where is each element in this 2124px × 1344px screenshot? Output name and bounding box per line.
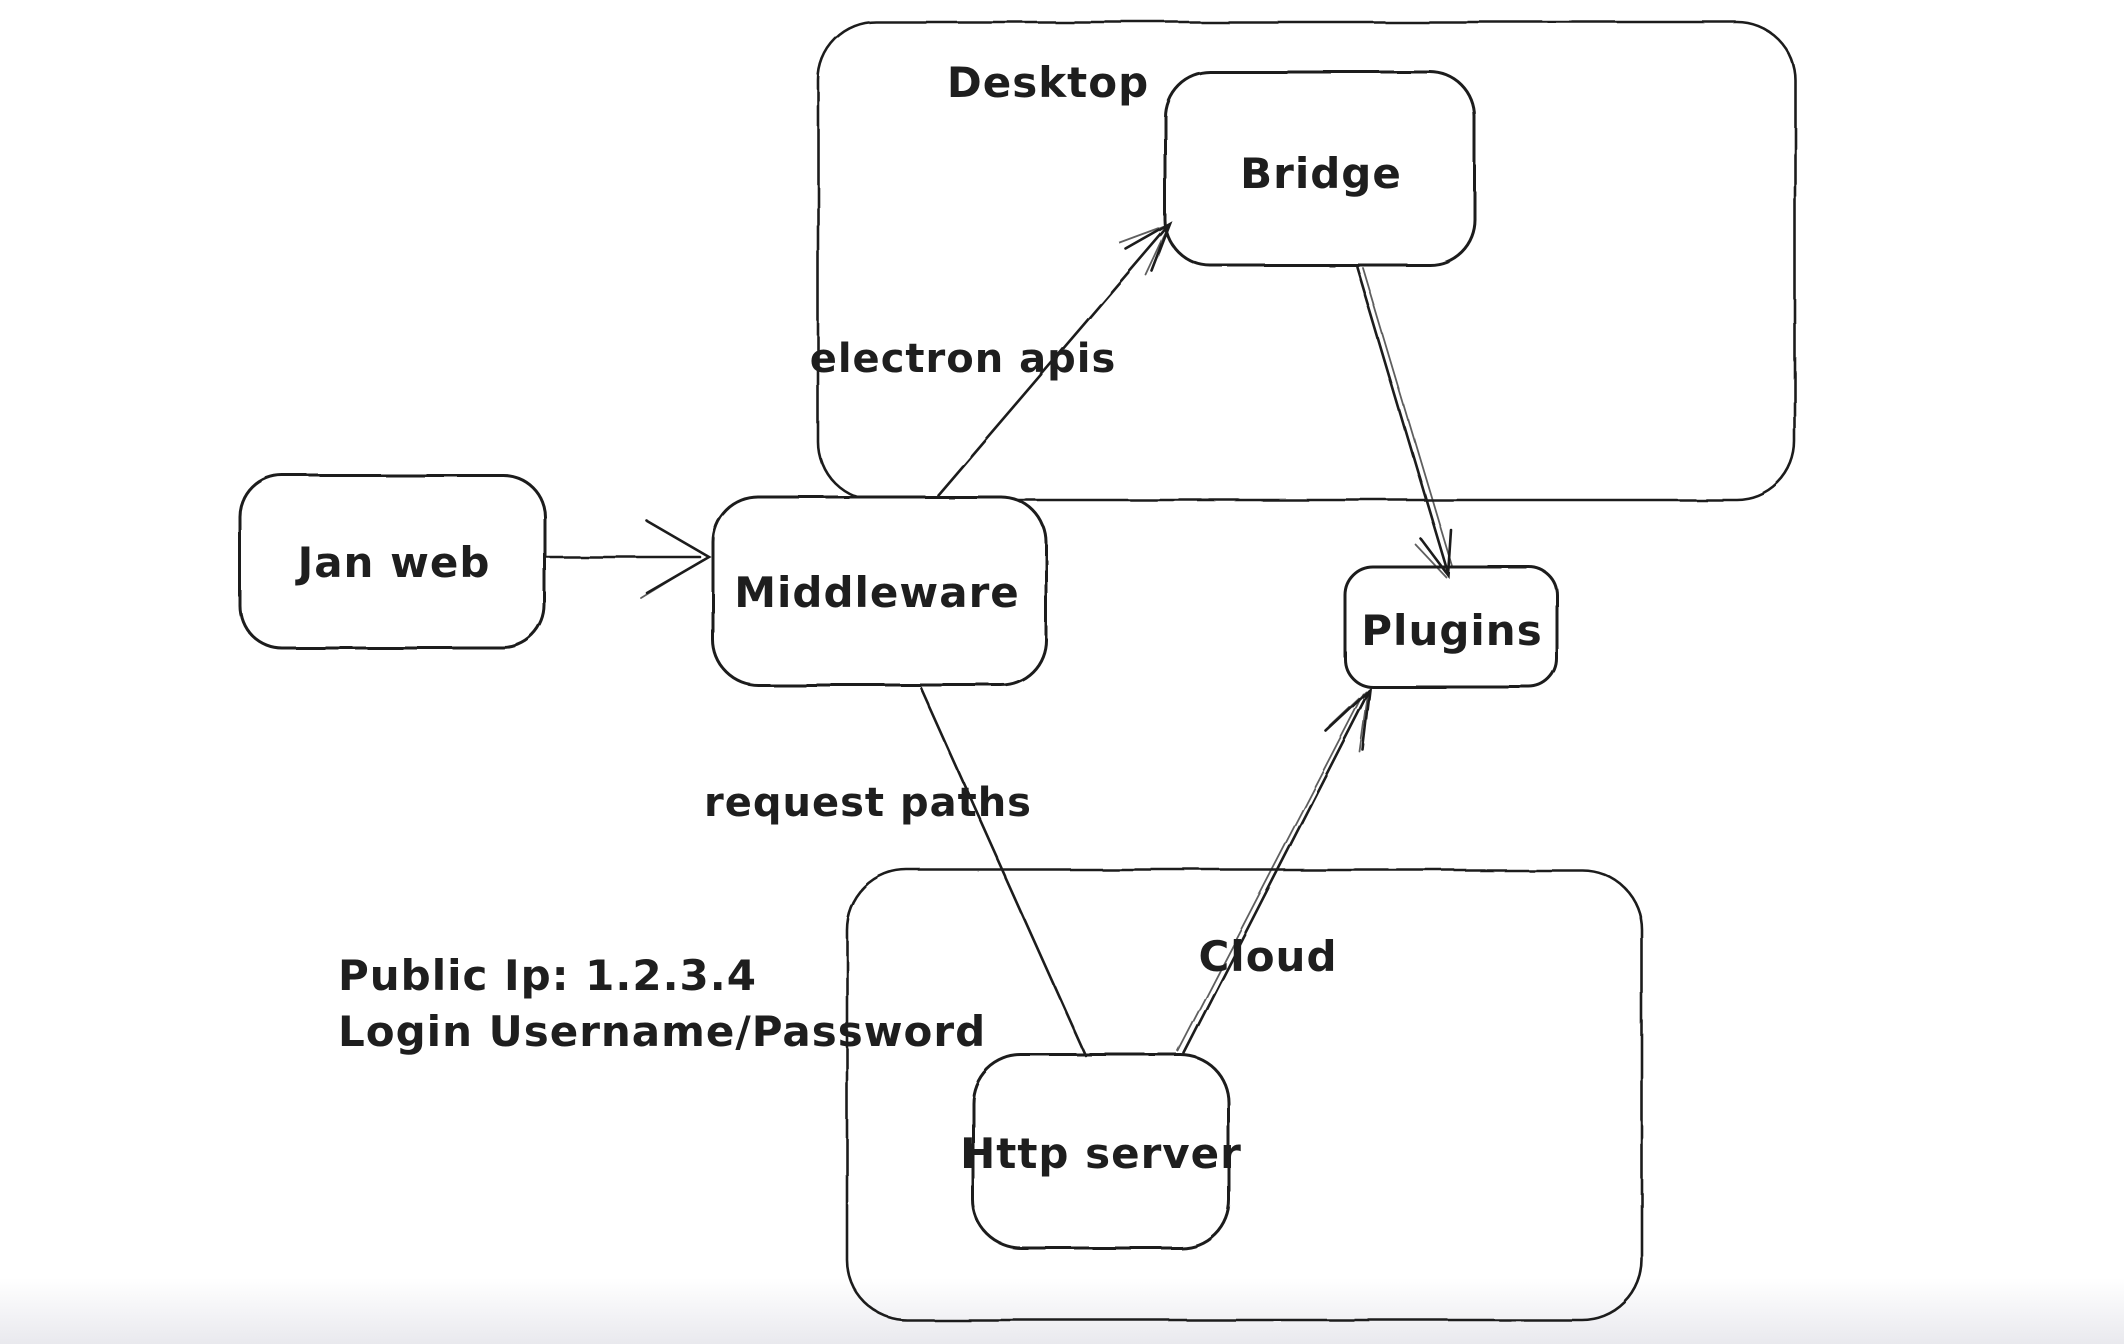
bridge-node: [1163, 70, 1477, 267]
edge-bridge-plugins: [1355, 265, 1453, 579]
plugins-label: Plugins: [1361, 606, 1542, 655]
desktop-label: Desktop: [947, 58, 1149, 107]
edge-httpserver-plugins: [1177, 686, 1372, 1055]
edge-label-electron-apis: electron apis: [810, 336, 1117, 382]
jan-web-label: Jan web: [295, 538, 491, 587]
plugins-node: [1343, 565, 1559, 689]
edge-janweb-middleware: [543, 519, 712, 599]
annotation-public-ip: Public Ip: 1.2.3.4: [338, 951, 757, 1000]
bottom-fade: [0, 1278, 2124, 1344]
jan-web-node: [238, 473, 547, 650]
desktop-container: [816, 20, 1797, 502]
annotation-login: Login Username/Password: [338, 1007, 986, 1056]
edge-label-request-paths: request paths: [704, 780, 1032, 826]
http-server-label: Http server: [960, 1129, 1242, 1178]
edge-middleware-bridge: [936, 221, 1173, 497]
edge-middleware-httpserver: [919, 686, 1088, 1058]
cloud-container: [845, 868, 1644, 1322]
middleware-label: Middleware: [734, 568, 1020, 617]
cloud-label: Cloud: [1198, 932, 1337, 981]
middleware-node: [711, 495, 1048, 687]
bridge-label: Bridge: [1240, 149, 1402, 198]
http-server-node: [971, 1053, 1231, 1250]
